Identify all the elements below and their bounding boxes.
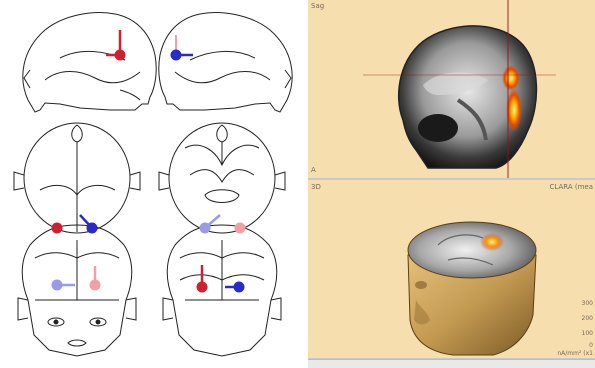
coronal-head-right [163, 225, 281, 356]
dipole-blue-coronal-faded [52, 280, 76, 291]
dipole-red-coronal-faded [90, 266, 101, 291]
sagittal-head-right [159, 13, 292, 112]
dipole-red-coronal [197, 265, 208, 293]
coronal-head-left [18, 225, 136, 356]
dipole-diagram-panel [0, 0, 300, 367]
3d-head-render [308, 180, 595, 358]
scale-tick-100: 100 [582, 330, 593, 337]
scale-tick-300: 300 [582, 300, 593, 307]
dipole-blue-axial-faded [200, 215, 221, 234]
dipole-blue-sagittal [171, 35, 194, 61]
3d-view-pane[interactable]: 3D CLARA (mea [308, 180, 595, 358]
sagittal-brain-image [308, 0, 595, 178]
dipole-red-sagittal [106, 30, 126, 61]
scale-unit-label: nA/mm² (x1 [557, 350, 593, 357]
axial-head-left [14, 123, 140, 233]
sagittal-view-pane[interactable]: Sag A [308, 0, 595, 178]
dipole-blue-axial [80, 215, 98, 234]
scale-tick-0: 0 [589, 342, 593, 349]
axial-head-right [159, 123, 285, 233]
sagittal-head-left [23, 13, 156, 112]
imaging-viewer: Sag A [308, 0, 595, 367]
scale-tick-200: 200 [582, 315, 593, 322]
dipole-red-axial [52, 223, 63, 234]
head-schematics [0, 0, 300, 367]
dipole-red-axial-faded [235, 223, 246, 234]
dipole-blue-coronal [225, 282, 245, 293]
